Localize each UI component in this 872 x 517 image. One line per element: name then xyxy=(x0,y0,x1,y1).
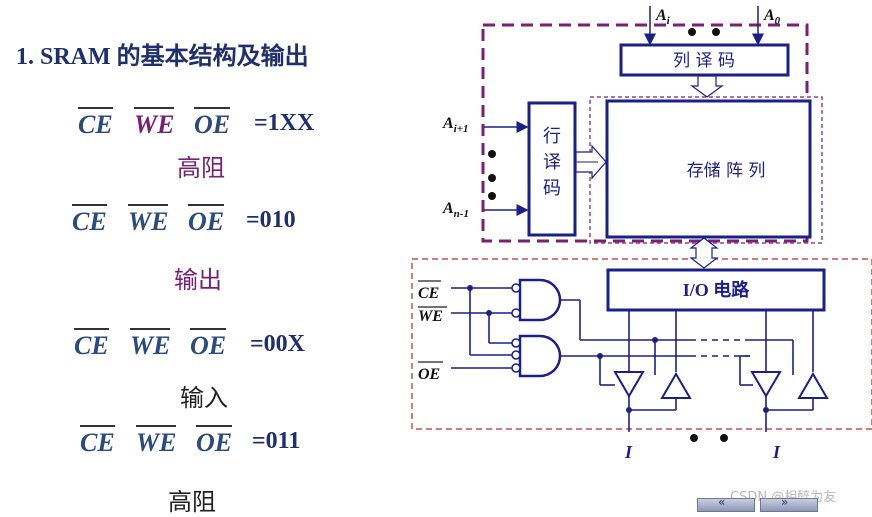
oe-signal: OE xyxy=(194,107,231,140)
and-gate-read xyxy=(518,334,562,378)
row-decoder-char-2: 译 xyxy=(543,152,561,173)
we-signal: WE xyxy=(130,328,171,361)
page-title: 1. SRAM 的基本结构及输出 xyxy=(16,44,309,70)
we-signal: WE xyxy=(128,204,169,237)
addr-an1-sub: n-1 xyxy=(454,208,469,220)
io-pin-left-label: I xyxy=(624,442,633,462)
oe-signal: OE xyxy=(190,328,227,361)
buffer-read-2 xyxy=(750,371,782,398)
column-decoder-label: 列 译 码 xyxy=(673,51,735,71)
double-chevron-left-icon: « xyxy=(718,495,726,509)
addr-a0-text: A xyxy=(763,7,775,24)
addr-ai1-label: Ai+1 xyxy=(442,115,469,135)
addr-an1-label: An-1 xyxy=(442,200,469,220)
we-signal: WE xyxy=(134,107,175,140)
ce-signal: CE xyxy=(72,204,107,237)
buffer-write-1 xyxy=(660,372,692,399)
column-decoder-box xyxy=(619,43,790,77)
addr-ai-text: A xyxy=(655,7,667,24)
ce-signal: CE xyxy=(80,425,115,458)
ce-signal: CE xyxy=(78,107,113,140)
double-chevron-right-icon: » xyxy=(781,495,789,509)
addr-ai-sub: i xyxy=(667,15,671,27)
memory-array-label: 存储 阵 列 xyxy=(687,161,766,181)
oe-signal: OE xyxy=(196,425,233,458)
condition-state: 高阻 xyxy=(177,154,225,182)
condition-value: =010 xyxy=(246,207,296,233)
io-dashed-frame xyxy=(411,258,872,430)
io-circuit-box xyxy=(606,268,826,312)
addr-a0-label: A0 xyxy=(763,7,781,27)
input-ce-label: CE xyxy=(418,285,439,302)
addr-ai1-text: A xyxy=(442,115,454,132)
row-decoder-box xyxy=(527,101,577,237)
we-signal: WE xyxy=(136,425,177,458)
input-oe-label: OE xyxy=(418,366,440,383)
condition-state: 输入 xyxy=(180,384,228,412)
condition-value: =1XX xyxy=(254,110,315,136)
oe-signal: OE xyxy=(188,204,225,237)
condition-value: =011 xyxy=(252,428,301,454)
buffer-read-1 xyxy=(613,371,645,398)
condition-state: 输出 xyxy=(174,266,222,294)
io-pin-right-label: I xyxy=(772,442,781,462)
decoder-dashed-frame xyxy=(481,23,809,243)
addr-a0-sub: 0 xyxy=(775,15,781,27)
condition-value: =00X xyxy=(250,331,306,357)
addr-ai1-sub: i+1 xyxy=(454,123,469,135)
buffer-write-2 xyxy=(797,372,829,399)
and-gate-write xyxy=(518,278,562,322)
addr-ai-label: Ai xyxy=(655,7,671,27)
memory-array-box xyxy=(605,99,812,239)
io-circuit-label: I/O 电路 xyxy=(683,279,751,300)
addr-an1-text: A xyxy=(442,200,454,217)
input-we-label: WE xyxy=(418,308,443,325)
row-decoder-char-3: 码 xyxy=(543,178,561,199)
ce-signal: CE xyxy=(74,328,109,361)
row-decoder-char-1: 行 xyxy=(543,126,561,147)
